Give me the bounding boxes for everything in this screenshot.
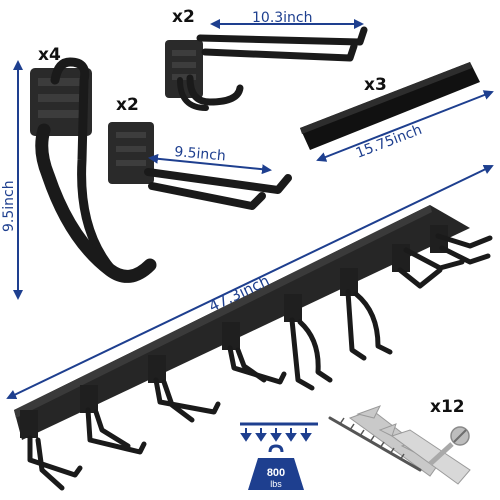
dim-j-hook-height: 9.5inch [1, 180, 17, 232]
dim-utility-hook-length: 9.5inch [174, 144, 227, 164]
qty-anchors: x12 [430, 397, 465, 417]
qty-j-hook: x4 [38, 45, 61, 65]
qty-utility-hook: x2 [116, 95, 139, 115]
qty-double-hook: x2 [172, 7, 195, 27]
dim-double-hook-length: 10.3inch [252, 10, 313, 26]
wall-anchor-icon [328, 405, 471, 485]
capacity-unit: lbs [270, 479, 282, 489]
utility-hook [108, 122, 292, 210]
weight-capacity-icon [240, 422, 318, 490]
qty-rail: x3 [364, 75, 387, 95]
double-hook [165, 26, 368, 111]
capacity-value: 800 [267, 467, 285, 479]
dimension-lines [6, 19, 494, 400]
